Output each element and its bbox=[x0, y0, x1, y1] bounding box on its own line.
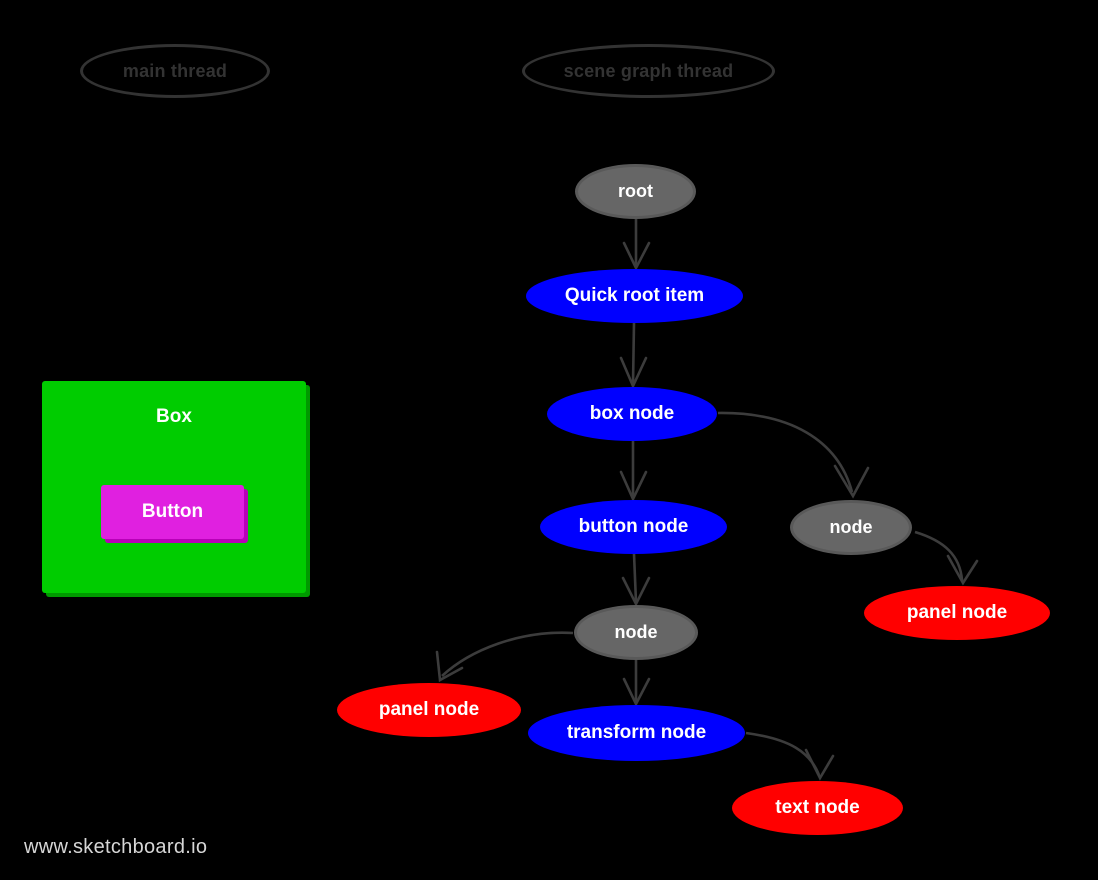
button-shape[interactable]: Button bbox=[101, 485, 244, 539]
edge-root-to-quick-root-item bbox=[622, 219, 651, 271]
edge-box-node-to-button-node bbox=[619, 441, 648, 503]
node-panel-node-left[interactable]: panel node bbox=[337, 683, 521, 737]
watermark: www.sketchboard.io bbox=[24, 836, 208, 858]
node-node-lower-label: node bbox=[614, 622, 658, 643]
node-text-node-label: text node bbox=[775, 797, 860, 819]
node-panel-node-left-label: panel node bbox=[378, 699, 480, 721]
button-label: Button bbox=[141, 501, 204, 522]
box-label: Box bbox=[156, 406, 192, 427]
node-transform-node[interactable]: transform node bbox=[528, 705, 745, 761]
lane-main-thread-label: main thread bbox=[122, 60, 228, 81]
node-node-lower[interactable]: node bbox=[574, 605, 698, 660]
node-node-right[interactable]: node bbox=[790, 500, 912, 555]
edge-button-node-to-node-lower bbox=[621, 553, 651, 607]
edge-box-node-to-node-right bbox=[717, 411, 870, 499]
node-node-right-label: node bbox=[829, 517, 873, 538]
edge-node-lower-to-panel-node-left bbox=[435, 631, 574, 683]
node-quick-root-item[interactable]: Quick root item bbox=[526, 269, 743, 323]
node-panel-node-right-label: panel node bbox=[906, 602, 1008, 624]
edge-transform-node-to-text-node bbox=[745, 731, 835, 781]
lane-scene-graph-thread[interactable]: scene graph thread bbox=[522, 44, 775, 98]
node-text-node[interactable]: text node bbox=[732, 781, 903, 835]
edge-node-right-to-panel-node-right bbox=[914, 530, 979, 586]
node-transform-node-label: transform node bbox=[566, 722, 707, 744]
edge-node-lower-to-transform-node bbox=[622, 660, 651, 707]
node-button-node-label: button node bbox=[578, 516, 689, 538]
node-box-node[interactable]: box node bbox=[547, 387, 717, 441]
node-quick-root-item-label: Quick root item bbox=[564, 285, 705, 307]
node-button-node[interactable]: button node bbox=[540, 500, 727, 554]
node-root[interactable]: root bbox=[575, 164, 696, 219]
edge-quick-root-item-to-box-node bbox=[619, 322, 648, 390]
lane-scene-graph-thread-label: scene graph thread bbox=[563, 60, 734, 81]
node-box-node-label: box node bbox=[589, 403, 675, 425]
node-root-label: root bbox=[618, 181, 653, 202]
lane-main-thread[interactable]: main thread bbox=[80, 44, 270, 98]
node-panel-node-right[interactable]: panel node bbox=[864, 586, 1050, 640]
